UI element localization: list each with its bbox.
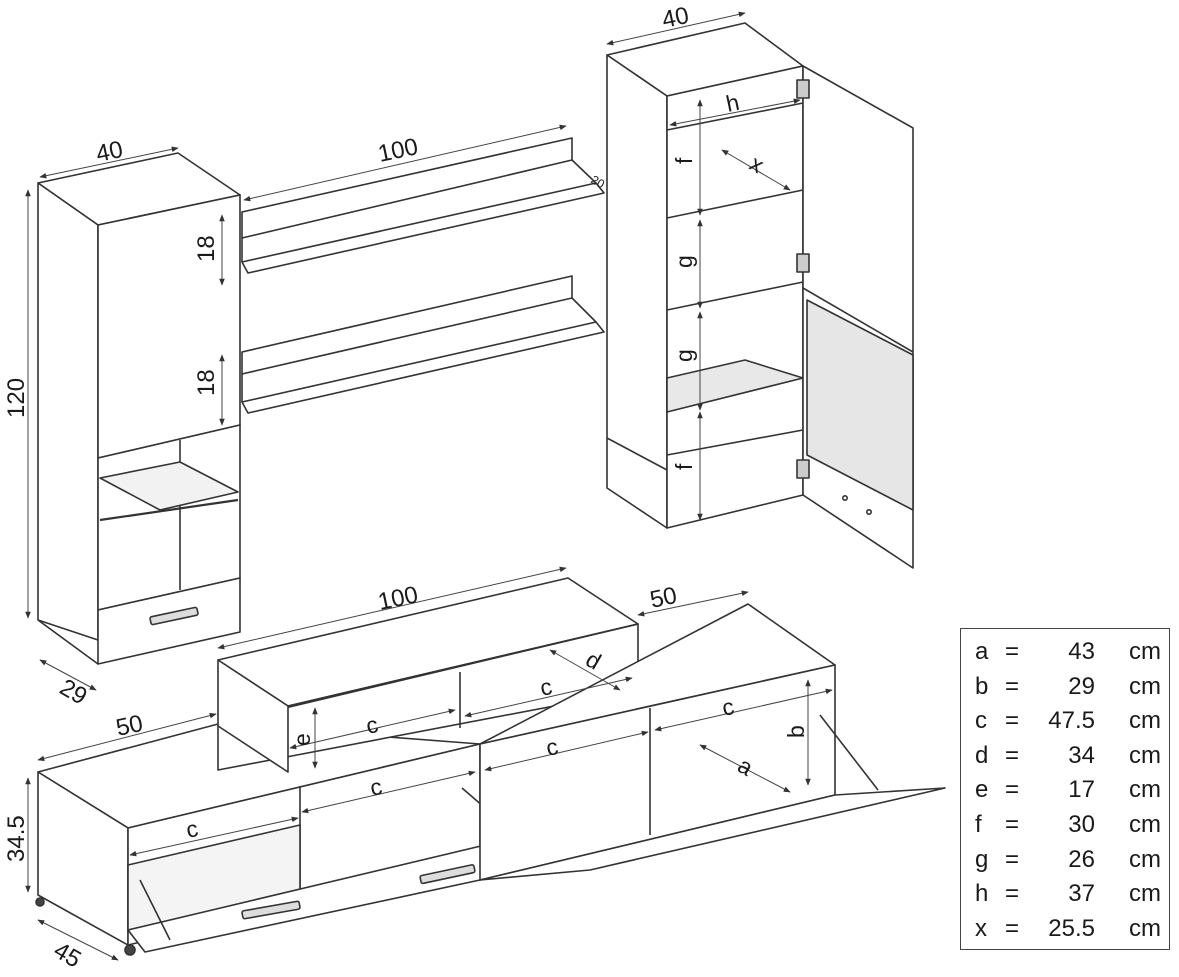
hinge-icon [796,79,810,99]
left-wall-cabinet [37,152,241,665]
tv-drawer-handle-icon [419,864,476,885]
legend-equals: = [1005,914,1020,942]
label-f-lower: f [671,463,697,470]
legend-row-d: d = 34 cm [961,737,1169,772]
label-c-top-left: c [364,711,381,739]
legend-row-e: e = 17 cm [961,771,1169,806]
legend-value: 34 [1068,741,1095,769]
legend-equals: = [1005,707,1020,735]
legend-key: e [975,776,989,804]
dim-left-cabinet-depth: 29 [55,674,92,711]
legend-unit: cm [1129,672,1161,700]
dim-tv-right-width: 50 [648,582,680,614]
legend-key: g [975,845,989,873]
dim-shelf-gap-lower: 18 [193,369,220,396]
label-c-right-1: c [544,733,561,761]
legend-equals: = [1005,880,1020,908]
legend-equals: = [1005,672,1020,700]
drawer-handle-icon [149,606,199,626]
legend-equals: = [1005,845,1020,873]
legend-unit: cm [1129,914,1161,942]
hinge-icon [796,459,810,479]
label-b: b [783,725,809,738]
legend-equals: = [1005,741,1020,769]
legend-unit: cm [1129,845,1161,873]
legend-row-f: f = 30 cm [961,806,1169,841]
label-c-top-right: c [538,673,555,701]
legend-unit: cm [1129,880,1161,908]
legend-row-b: b = 29 cm [961,668,1169,703]
legend-unit: cm [1129,741,1161,769]
legend-unit: cm [1129,707,1161,735]
right-wall-cabinet [606,22,914,569]
legend-equals: = [1005,638,1020,665]
legend-value: 47.5 [1048,707,1095,735]
legend-unit: cm [1129,810,1161,838]
dim-shelf-depth: 20 [589,172,608,191]
dim-shelf-width: 100 [376,133,421,168]
legend-row-h: h = 37 cm [961,875,1169,910]
legend-equals: = [1005,810,1020,838]
legend-value: 29 [1068,672,1095,700]
dim-tv-top-width: 100 [376,581,421,616]
legend-row-c: c = 47.5 cm [961,702,1169,737]
label-f-upper: f [671,157,697,164]
dim-tv-left-width: 50 [114,710,146,742]
label-h: h [724,89,742,117]
hinge-icon [796,253,810,273]
dim-tv-depth: 45 [49,937,86,972]
legend-value: 37 [1068,880,1095,908]
label-c-left-1: c [184,815,201,843]
dim-tv-height: 34.5 [3,815,30,862]
dim-right-cabinet-width: 40 [660,2,692,34]
label-c-right-2: c [720,693,737,721]
dim-left-cabinet-height: 120 [3,378,30,418]
tv-drawer-handle-icon [241,900,301,920]
dim-shelf-gap-upper: 18 [193,235,220,262]
label-c-left-2: c [368,773,385,801]
dimension-legend: a = 43 cm b = 29 cm c = 47.5 cm d = 34 c… [960,628,1170,950]
label-e: e [289,733,315,746]
legend-unit: cm [1129,776,1161,804]
legend-key: x [975,914,987,942]
legend-key: d [975,741,989,769]
dim-left-cabinet-width: 40 [94,136,126,168]
legend-value: 17 [1068,776,1095,804]
legend-equals: = [1005,776,1020,804]
legend-key: f [975,810,982,838]
legend-value: 26 [1068,845,1095,873]
legend-value: 30 [1068,810,1095,838]
wall-shelves [241,137,605,414]
label-g-lower: g [671,349,697,362]
legend-value: 43 [1068,638,1095,665]
legend-row-a: a = 43 cm [961,633,1169,668]
legend-key: c [975,707,987,735]
legend-row-g: g = 26 cm [961,841,1169,876]
legend-key: b [975,672,989,700]
legend-row-x: x = 25.5 cm [961,910,1169,945]
legend-key: a [975,638,989,665]
legend-key: h [975,880,989,908]
legend-unit: cm [1129,638,1161,665]
legend-value: 25.5 [1048,914,1095,942]
label-g-upper: g [671,255,697,268]
